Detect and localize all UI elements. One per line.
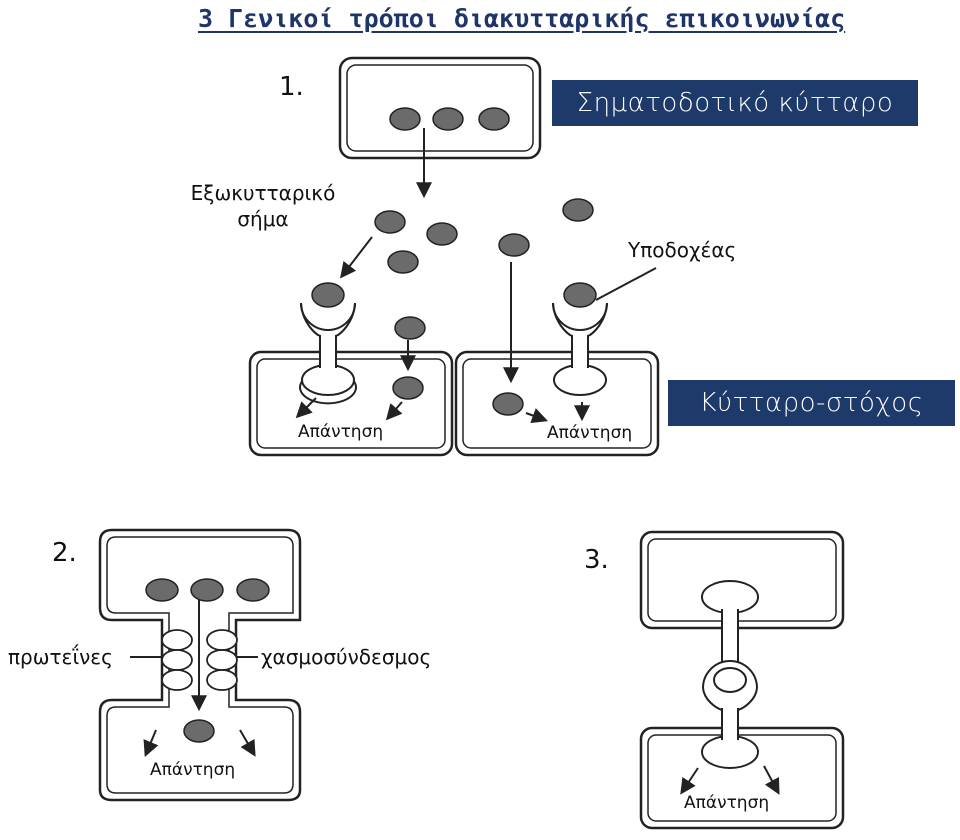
receptor-pointer	[595, 267, 657, 301]
response-arrow	[385, 401, 403, 421]
surface-receptor-right	[552, 282, 608, 396]
contact-cell-upper	[639, 530, 845, 630]
target-cell-right	[454, 350, 660, 457]
contact-receptor	[701, 660, 759, 769]
response-arrow	[239, 729, 256, 757]
panel-1-number: 1.	[279, 72, 304, 102]
extracellular-signal-label: Εξωκυτταρικό σήμα	[188, 180, 338, 232]
response-arrow	[763, 765, 780, 795]
surface-receptor-left	[299, 282, 357, 405]
response-arrow	[143, 729, 159, 757]
response-label-left: Απάντηση	[298, 422, 384, 442]
panel-2-number: 2.	[52, 538, 77, 568]
connexin-proteins	[161, 629, 238, 691]
response-label-right: Απάντηση	[547, 423, 633, 443]
proteins-label: πρωτεΐνες	[8, 645, 113, 669]
internalized-signal	[392, 376, 424, 400]
extracellular-signal-label-line-1: Εξωκυτταρικό	[190, 181, 336, 205]
response-label-panel-3: Απάντηση	[684, 793, 770, 813]
panel-3-number: 3.	[584, 545, 609, 575]
receptor-label: Υποδοχέας	[628, 238, 737, 262]
extracellular-signal-label-line-2: σήμα	[237, 207, 289, 231]
signaling-cell-label: Σηματοδοτικό κύτταρο	[552, 80, 918, 126]
page-title: 3 Γενικοί τρόποι διακυτταρικής επικοινων…	[198, 4, 846, 33]
signaling-cell	[338, 56, 542, 160]
gap-junction-label: χασμοσύνδεσμος	[261, 645, 432, 669]
contact-cell-lower	[639, 726, 845, 830]
transferred-signal	[183, 719, 215, 743]
signal-arrow	[340, 236, 373, 279]
membrane-bound-signal	[701, 580, 759, 662]
target-cell-left	[248, 350, 454, 457]
signal-molecules	[374, 198, 594, 340]
response-arrow	[295, 397, 317, 419]
response-label-panel-2: Απάντηση	[150, 760, 236, 780]
internalized-signal	[492, 392, 524, 416]
response-arrow	[525, 408, 549, 424]
response-arrow	[680, 767, 699, 795]
target-cell-label: Κύτταρο-στόχος	[668, 380, 955, 426]
